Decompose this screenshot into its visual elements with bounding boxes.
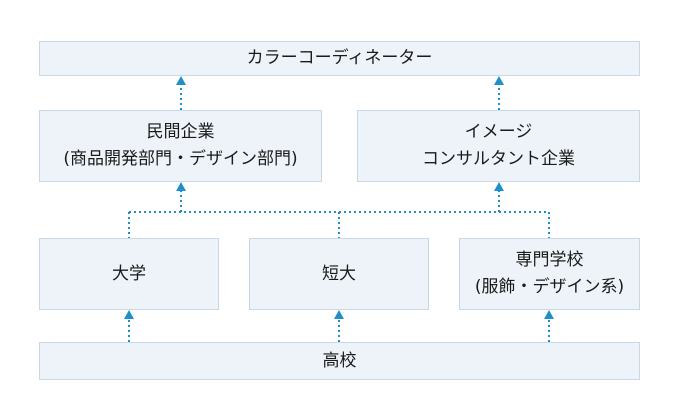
node-high-school-label: 高校	[322, 350, 357, 371]
node-private-company-line2: (商品開発部門・デザイン部門)	[63, 149, 298, 169]
arrow-head	[176, 182, 186, 191]
node-high-school: 高校	[39, 342, 640, 380]
arrow-head	[334, 310, 344, 319]
node-junior-college-label: 短大	[322, 263, 356, 284]
node-vocational-school: 専門学校 (服飾・デザイン系)	[459, 238, 640, 310]
node-image-consulting-line2: コンサルタント企業	[422, 149, 575, 169]
node-private-company: 民間企業 (商品開発部門・デザイン部門)	[39, 110, 322, 182]
node-university-label: 大学	[112, 263, 146, 284]
node-color-coordinator-label: カラーコーディネーター	[246, 48, 433, 68]
node-private-company-line1: 民間企業	[146, 122, 215, 142]
node-vocational-school-line1: 専門学校	[515, 250, 584, 270]
arrow-head	[544, 310, 554, 319]
arrow-head	[494, 76, 504, 85]
node-image-consulting: イメージ コンサルタント企業	[357, 110, 640, 182]
node-image-consulting-line1: イメージ	[464, 122, 533, 142]
node-color-coordinator: カラーコーディネーター	[39, 41, 640, 76]
node-junior-college: 短大	[249, 238, 429, 310]
node-vocational-school-line2: (服飾・デザイン系)	[474, 277, 625, 297]
node-university: 大学	[39, 238, 219, 310]
arrow-head	[494, 182, 504, 191]
arrow-head	[176, 76, 186, 85]
arrow-head	[124, 310, 134, 319]
